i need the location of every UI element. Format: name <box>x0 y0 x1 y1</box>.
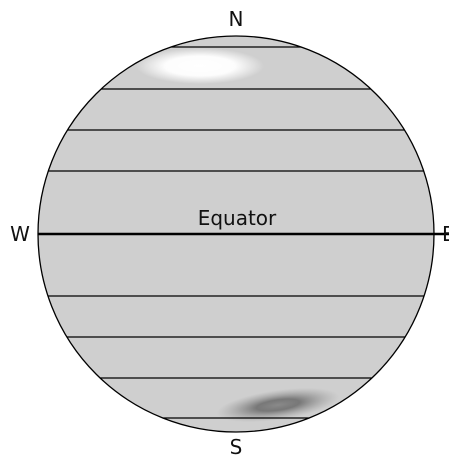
east-label: E <box>442 222 449 246</box>
equator-label: Equator <box>198 206 277 230</box>
north-label: N <box>229 7 244 31</box>
west-label: W <box>10 222 30 246</box>
south-label: S <box>230 435 243 457</box>
